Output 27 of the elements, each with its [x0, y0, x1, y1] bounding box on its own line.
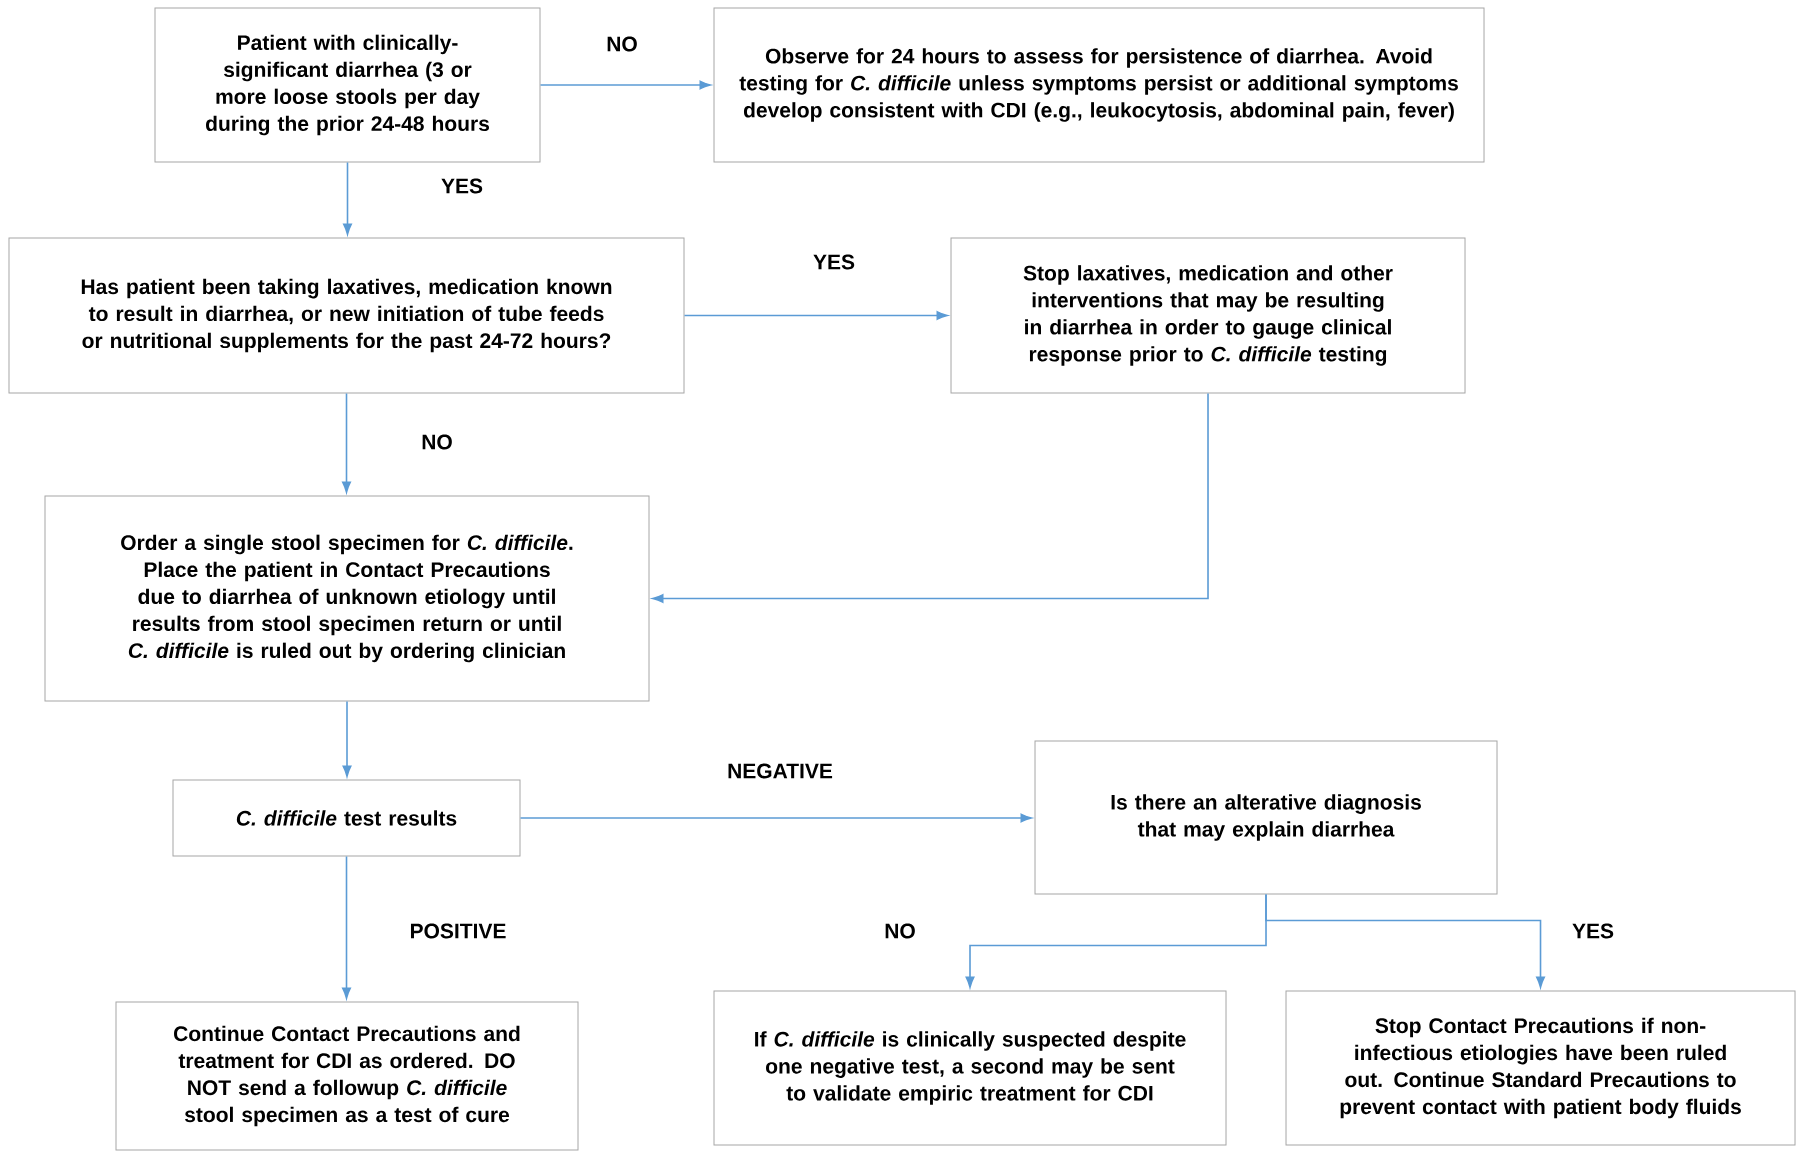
edge-label: NEGATIVE — [725, 761, 835, 781]
process-box: Is there an alterative diagnosis that may explain diarrhea — [1034, 740, 1498, 895]
edge-label: POSITIVE — [407, 921, 509, 941]
process-box: Order a single stool specimen for C. difficile. Place the patient in Contact Precautions due to diarrhea of unknown etiology until results from stool specimen return or until C. difficile is ruled out by ordering clinician — [44, 495, 650, 702]
edge-label: NO — [882, 921, 918, 941]
arrow — [342, 392, 351, 493]
arrow — [519, 813, 1032, 823]
process-box: If C. difficile is clinically suspected despite one negative test, a second may be sent to validate empiric treatment for CDI — [713, 990, 1227, 1146]
process-box: Observe for 24 hours to assess for persistence of diarrhea. Avoid testing for C. difficile unless symptoms persist or additional symptoms develop consistent with CDI (e.g., leukocytosis, abdominal pain, fever) — [713, 7, 1485, 163]
edge-label: YES — [811, 252, 857, 272]
arrow — [1265, 893, 1545, 988]
arrow — [342, 855, 351, 999]
edge-label: YES — [1570, 921, 1617, 941]
arrow — [539, 80, 711, 90]
process-box: C. difficile test results — [172, 779, 521, 857]
edge-label: NO — [604, 34, 640, 54]
process-box: Stop Contact Precautions if non-infectious etiologies have been ruled out. Continue Standard Precautions to prevent contact with patient body fluids — [1285, 990, 1796, 1146]
arrow — [342, 700, 352, 777]
arrow — [343, 161, 352, 235]
arrow — [652, 392, 1209, 603]
process-box: Continue Contact Precautions and treatment for CDI as ordered. DO NOT send a followup C. difficile stool specimen as a test of cure — [115, 1001, 579, 1151]
process-box: Patient with clinically-significant diarrhea (3 or more loose stools per day during the prior 24-48 hours — [154, 7, 541, 163]
edge-label: YES — [439, 176, 485, 196]
arrow — [683, 311, 948, 320]
edge-label: NO — [419, 432, 455, 452]
process-box: Has patient been taking laxatives, medication known to result in diarrhea, or new initiation of tube feeds or nutritional supplements for the past 24-72 hours? — [8, 237, 685, 394]
process-box: Stop laxatives, medication and other interventions that may be resulting in diarrhea in order to gauge clinical response prior to C. difficile testing — [950, 237, 1466, 394]
